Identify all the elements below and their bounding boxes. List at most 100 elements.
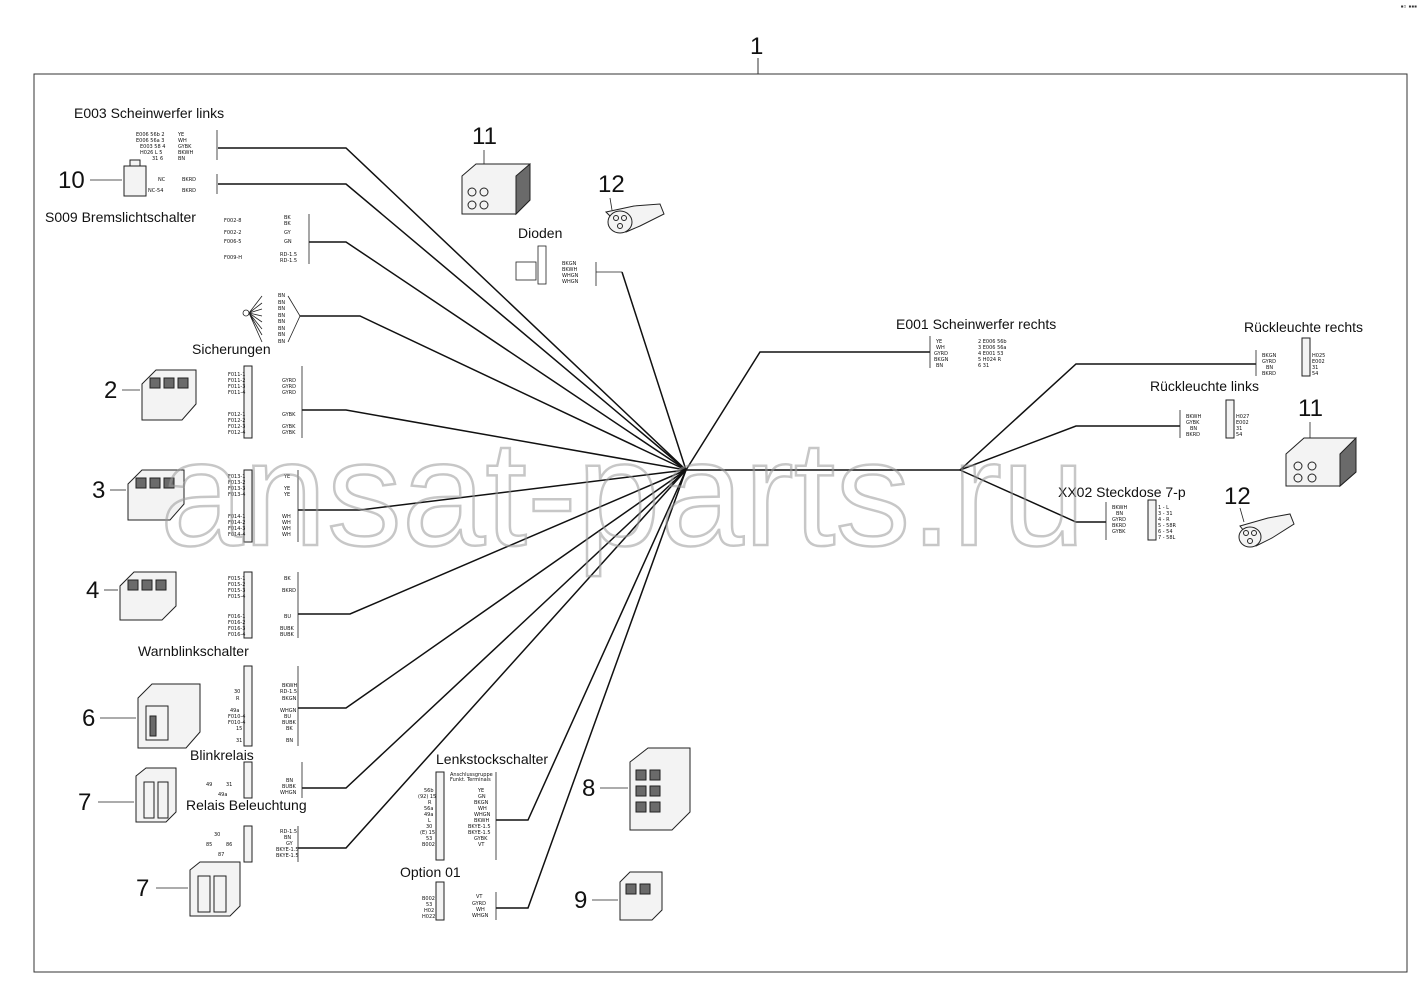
harness-wires bbox=[218, 147, 1256, 909]
svg-text:Rückleuchte links: Rückleuchte links bbox=[1150, 378, 1259, 394]
svg-text:GYBK: GYBK bbox=[474, 836, 488, 842]
part-11-top: 11 bbox=[461, 123, 531, 216]
svg-text:BU: BU bbox=[284, 714, 291, 720]
svg-text:GYRD: GYRD bbox=[282, 384, 296, 390]
svg-text:BUBK: BUBK bbox=[280, 632, 295, 638]
svg-text:E003 58 4: E003 58 4 bbox=[140, 144, 165, 150]
svg-text:BKRD: BKRD bbox=[182, 188, 196, 194]
svg-text:31: 31 bbox=[1312, 365, 1318, 371]
svg-text:8: 8 bbox=[582, 775, 595, 802]
part-10: 10 NC NC-54 BKRD BKRD S009 Bremslichtsch… bbox=[45, 159, 218, 225]
svg-text:Dioden: Dioden bbox=[518, 225, 562, 241]
svg-text:Relais Beleuchtung: Relais Beleuchtung bbox=[186, 797, 307, 813]
diagram-frame bbox=[33, 73, 1408, 973]
svg-text:2: 2 bbox=[104, 377, 117, 404]
svg-text:E002: E002 bbox=[1236, 420, 1249, 426]
svg-text:30: 30 bbox=[426, 824, 432, 830]
svg-text:BUBK: BUBK bbox=[282, 784, 297, 790]
svg-text:GYRD: GYRD bbox=[1262, 359, 1276, 365]
svg-text:WHGN: WHGN bbox=[562, 273, 579, 279]
rueckleuchte-links: Rückleuchte links BKWH GYBK BN BKRD H027… bbox=[1150, 378, 1259, 439]
svg-text:BKRD: BKRD bbox=[1262, 371, 1276, 377]
svg-text:BN: BN bbox=[278, 326, 285, 332]
svg-text:VT: VT bbox=[476, 894, 483, 900]
svg-text:31: 31 bbox=[1236, 426, 1242, 432]
svg-text:6 31: 6 31 bbox=[978, 363, 989, 369]
svg-text:YE: YE bbox=[477, 788, 484, 794]
svg-text:BK: BK bbox=[284, 576, 291, 582]
svg-text:BN: BN bbox=[286, 738, 293, 744]
svg-text:BK: BK bbox=[284, 215, 291, 221]
svg-text:H027: H027 bbox=[1236, 414, 1249, 420]
option-01: Option 01 B002 53 H02 H022 VT GYRD WH WH… bbox=[400, 864, 497, 921]
svg-text:F015-4: F015-4 bbox=[228, 594, 245, 600]
svg-text:F010-4: F010-4 bbox=[228, 720, 245, 726]
svg-text:B002: B002 bbox=[422, 842, 435, 848]
svg-text:F012-2: F012-2 bbox=[228, 418, 245, 424]
svg-text:GYBK: GYBK bbox=[282, 424, 296, 430]
svg-text:BKGN: BKGN bbox=[282, 696, 297, 702]
svg-text:Funkt. Terminals: Funkt. Terminals bbox=[450, 777, 491, 783]
svg-text:4: 4 bbox=[86, 577, 99, 604]
svg-text:GYRD: GYRD bbox=[472, 901, 486, 907]
svg-text:F013-2: F013-2 bbox=[228, 480, 245, 486]
svg-text:WHGN: WHGN bbox=[280, 790, 297, 796]
svg-text:49a: 49a bbox=[230, 708, 239, 714]
svg-text:GYBK: GYBK bbox=[1112, 529, 1126, 535]
svg-text:F002-8: F002-8 bbox=[224, 218, 241, 224]
svg-text:6: 6 bbox=[82, 705, 95, 732]
sicherungen-label: Sicherungen bbox=[192, 341, 271, 357]
svg-text:YE: YE bbox=[177, 132, 184, 138]
svg-text:Anschlussgruppe: Anschlussgruppe bbox=[450, 772, 493, 778]
svg-text:BN: BN bbox=[1190, 426, 1197, 432]
svg-text:31: 31 bbox=[236, 738, 242, 744]
svg-text:85: 85 bbox=[206, 842, 212, 848]
svg-text:53: 53 bbox=[426, 902, 432, 908]
svg-text:F016-3: F016-3 bbox=[228, 626, 245, 632]
svg-text:F013-3: F013-3 bbox=[228, 486, 245, 492]
svg-text:WHGN: WHGN bbox=[280, 708, 297, 714]
svg-text:10: 10 bbox=[58, 167, 85, 194]
part-12-top: 12 bbox=[598, 171, 665, 234]
svg-text:F012-1: F012-1 bbox=[228, 412, 245, 418]
svg-text:WH: WH bbox=[476, 907, 485, 913]
svg-text:87: 87 bbox=[218, 852, 224, 858]
svg-text:BKWH: BKWH bbox=[474, 818, 489, 824]
svg-text:YE: YE bbox=[935, 339, 942, 345]
svg-text:11: 11 bbox=[472, 123, 497, 150]
part-12-right: 12 bbox=[1224, 483, 1295, 548]
svg-text:F011-2: F011-2 bbox=[228, 378, 245, 384]
svg-text:(E) 15: (E) 15 bbox=[420, 830, 435, 836]
svg-text:7 - 58L: 7 - 58L bbox=[1158, 535, 1176, 541]
blinkrelais: Blinkrelais 7 49 31 49a BN BUBK WHGN bbox=[78, 747, 303, 823]
svg-text:H022: H022 bbox=[422, 914, 435, 920]
svg-text:WH: WH bbox=[282, 532, 291, 538]
svg-text:Rückleuchte rechts: Rückleuchte rechts bbox=[1244, 319, 1363, 335]
svg-text:H02: H02 bbox=[424, 908, 434, 914]
dioden-block: Dioden BKGN BKWH WHGN WHGN bbox=[515, 225, 622, 286]
svg-text:11: 11 bbox=[1298, 395, 1323, 422]
svg-text:49: 49 bbox=[206, 782, 212, 788]
svg-text:5 H024 R: 5 H024 R bbox=[978, 357, 1002, 363]
svg-text:7: 7 bbox=[136, 875, 149, 902]
svg-text:BKYE-1.5: BKYE-1.5 bbox=[468, 824, 491, 830]
svg-text:4 - R: 4 - R bbox=[1158, 517, 1170, 523]
svg-text:BN: BN bbox=[278, 300, 285, 306]
e001-connector: E001 Scheinwerfer rechts YE WH GYRD BKGN… bbox=[896, 316, 1056, 369]
svg-text:GYRD: GYRD bbox=[282, 390, 296, 396]
svg-text:2 E006 56b: 2 E006 56b bbox=[978, 339, 1007, 345]
e003-connector: E003 Scheinwerfer links E006 56b 2 E006 … bbox=[74, 105, 224, 162]
svg-text:F011-3: F011-3 bbox=[228, 384, 245, 390]
svg-text:4 E001 53: 4 E001 53 bbox=[978, 351, 1003, 357]
svg-text:53: 53 bbox=[426, 836, 432, 842]
svg-text:Lenkstockschalter: Lenkstockschalter bbox=[436, 751, 548, 767]
svg-text:F013-1: F013-1 bbox=[228, 474, 245, 480]
part-8: 8 bbox=[582, 747, 691, 831]
svg-text:5 - 58R: 5 - 58R bbox=[1158, 523, 1177, 529]
rueckleuchte-rechts: Rückleuchte rechts BKGN GYRD BN BKRD H02… bbox=[1244, 319, 1363, 377]
svg-text:BKRD: BKRD bbox=[1186, 432, 1200, 438]
svg-text:GN: GN bbox=[284, 239, 292, 245]
svg-text:YE: YE bbox=[283, 474, 290, 480]
svg-text:9: 9 bbox=[574, 887, 587, 914]
